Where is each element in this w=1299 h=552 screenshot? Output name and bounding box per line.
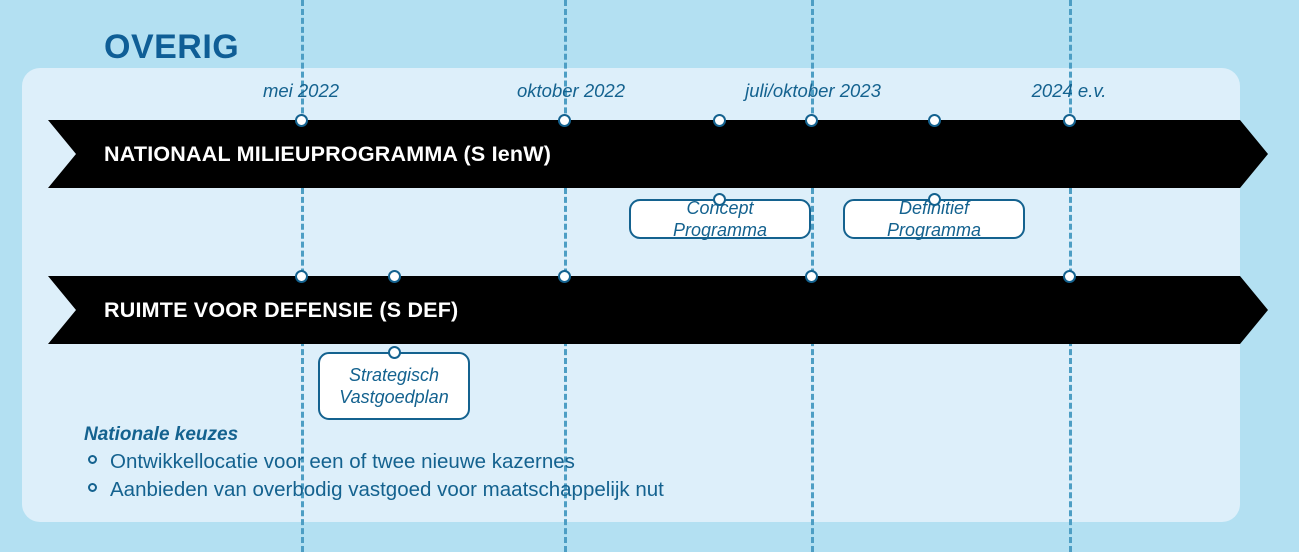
milestone-node-nationaal-milieuprogramma-2[interactable] bbox=[712, 113, 726, 127]
track-label-ruimte-voor-defensie: RUIMTE VOOR DEFENSIE (S DEF) bbox=[104, 298, 459, 322]
milestone-node-nationaal-milieuprogramma-1[interactable] bbox=[557, 113, 571, 127]
milestone-node-ruimte-voor-defensie-0[interactable] bbox=[294, 269, 308, 283]
bullet-circle-icon bbox=[88, 455, 97, 464]
track-label-nationaal-milieuprogramma: NATIONAAL MILIEUPROGRAMMA (S IenW) bbox=[104, 142, 552, 166]
milestone-node-nationaal-milieuprogramma-3[interactable] bbox=[804, 113, 818, 127]
notes-block: Nationale keuzes Ontwikkellocatie voor e… bbox=[84, 424, 664, 502]
callout-connector-node-definitief-programma[interactable] bbox=[927, 192, 941, 206]
date-label-3: 2024 e.v. bbox=[1031, 80, 1107, 101]
milestone-node-ruimte-voor-defensie-3[interactable] bbox=[804, 269, 818, 283]
date-label-0: mei 2022 bbox=[262, 80, 340, 101]
callout-definitief-programma[interactable]: Definitief Programma bbox=[843, 197, 1025, 241]
notes-list: Ontwikkellocatie voor een of twee nieuwe… bbox=[84, 450, 664, 502]
milestone-node-ruimte-voor-defensie-2[interactable] bbox=[557, 269, 571, 283]
bullet-circle-icon bbox=[88, 483, 97, 492]
callout-label-concept-programma: Concept Programma bbox=[672, 197, 768, 241]
notes-heading: Nationale keuzes bbox=[84, 424, 239, 445]
milestone-node-nationaal-milieuprogramma-4[interactable] bbox=[927, 113, 941, 127]
milestone-node-ruimte-voor-defensie-4[interactable] bbox=[1062, 269, 1076, 283]
date-label-1: oktober 2022 bbox=[516, 80, 626, 101]
track-banner-nationaal-milieuprogramma[interactable] bbox=[48, 120, 1268, 188]
milestone-node-nationaal-milieuprogramma-0[interactable] bbox=[294, 113, 308, 127]
milestone-node-nationaal-milieuprogramma-5[interactable] bbox=[1062, 113, 1076, 127]
note-item: Ontwikkellocatie voor een of twee nieuwe… bbox=[84, 450, 664, 474]
callout-label-definitief-programma: Definitief Programma bbox=[886, 197, 982, 241]
note-item-label-0: Ontwikkellocatie voor een of twee nieuwe… bbox=[110, 450, 575, 473]
page-title: OVERIG bbox=[104, 28, 240, 66]
note-item-label-1: Aanbieden van overbodig vastgoed voor ma… bbox=[110, 478, 664, 501]
callout-connector-node-strategisch-vastgoedplan[interactable] bbox=[387, 345, 401, 359]
milestone-node-ruimte-voor-defensie-1[interactable] bbox=[387, 269, 401, 283]
callout-connector-node-concept-programma[interactable] bbox=[712, 192, 726, 206]
note-item: Aanbieden van overbodig vastgoed voor ma… bbox=[84, 478, 664, 502]
callout-concept-programma[interactable]: Concept Programma bbox=[629, 197, 811, 241]
date-label-2: juli/oktober 2023 bbox=[745, 80, 881, 101]
track-banner-ruimte-voor-defensie[interactable] bbox=[48, 276, 1268, 344]
